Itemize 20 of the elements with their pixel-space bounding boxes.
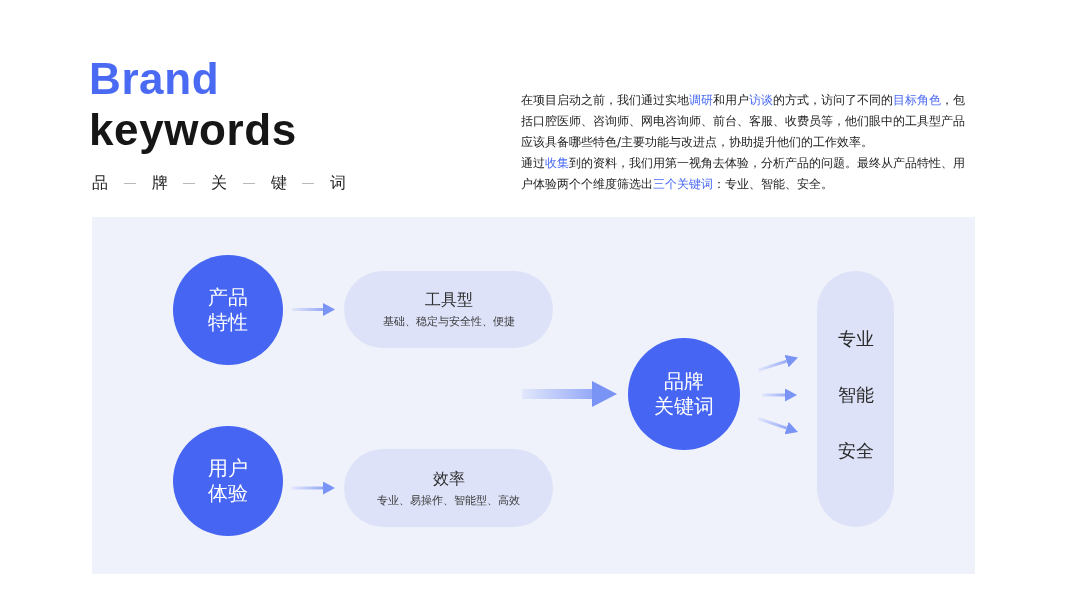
keyword-text: 专业 xyxy=(817,324,894,354)
arrow xyxy=(757,417,799,435)
paragraph: 在项目启动之前，我们通过实地调研和用户访谈的方式，访问了不同的目标角色，包括口腔医师、咨询师、网电咨询师、前台、客服、收费员等，他们眼中的工具型产品应该具备哪些特色/主要功能与改进点，协助提升他们的工作效率。 xyxy=(521,92,966,151)
paragraph: 通过收集到的资料，我们用第一视角去体验，分析产品的问题。最终从产品特性、用户体验两个个维度筛选出三个关键词：专业、智能、安全。 xyxy=(521,155,966,193)
subtitle: 品牌关键词 xyxy=(92,172,346,194)
node-label: 产品特性 xyxy=(207,285,249,335)
pill-subtitle: 专业、易操作、智能型、高效 xyxy=(377,493,520,508)
keyword-text: 智能 xyxy=(817,380,894,410)
pill-title: 工具型 xyxy=(424,290,473,310)
arrow xyxy=(292,303,335,316)
arrow xyxy=(757,354,799,372)
pill-subtitle: 基础、稳定与安全性、便捷 xyxy=(382,315,515,329)
node-label: 品牌关键词 xyxy=(653,369,715,419)
arrow xyxy=(762,388,797,402)
node-label: 用户体验 xyxy=(207,456,249,506)
title: Brand keywords xyxy=(89,53,297,155)
arrow xyxy=(522,381,617,407)
keyword-text: 安全 xyxy=(817,436,894,466)
pill-title: 效率 xyxy=(432,468,465,489)
arrow xyxy=(291,481,335,495)
